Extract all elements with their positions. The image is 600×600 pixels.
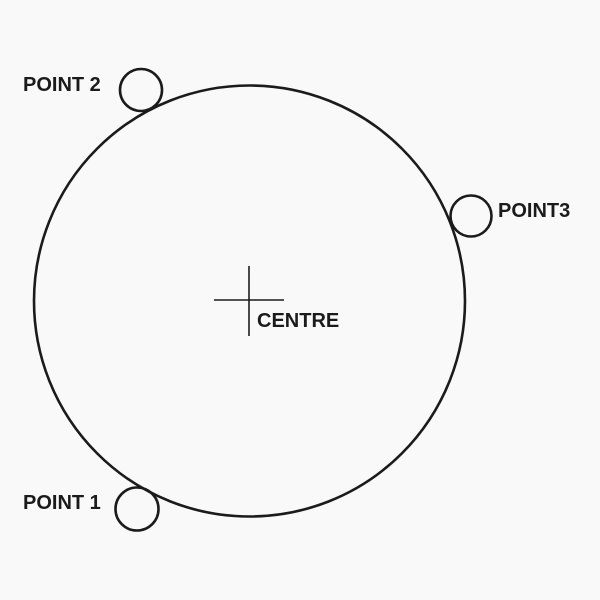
main-circle xyxy=(32,84,467,518)
centre-label: CENTRE xyxy=(257,310,339,332)
point-1-marker xyxy=(114,486,160,532)
point-3-label: POINT3 xyxy=(498,200,570,222)
point-1-label: POINT 1 xyxy=(23,492,101,514)
point-3-marker xyxy=(449,194,493,238)
point-2-marker xyxy=(118,67,164,113)
point-2-label: POINT 2 xyxy=(23,74,101,96)
centre-crosshair xyxy=(214,266,284,336)
